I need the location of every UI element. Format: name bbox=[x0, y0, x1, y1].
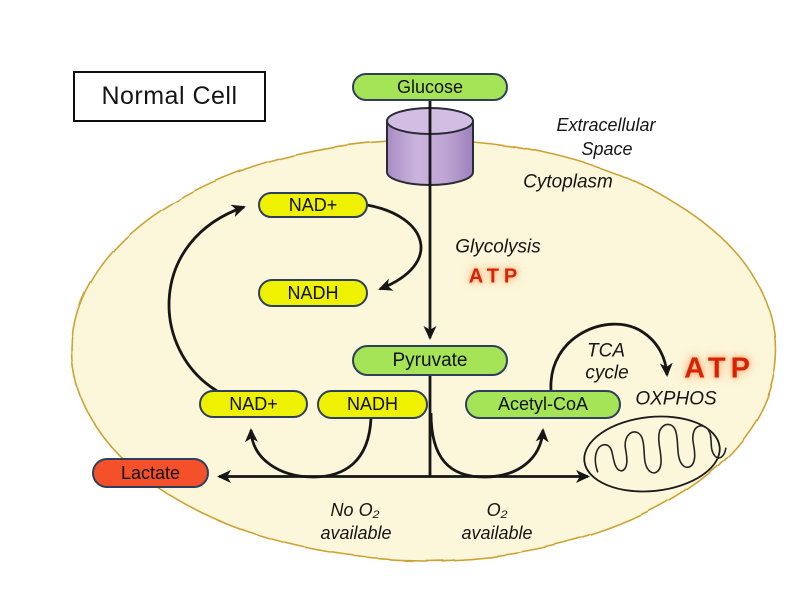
mitochondrion-icon bbox=[583, 415, 727, 493]
nad-lower-label: NAD+ bbox=[229, 393, 278, 414]
tca-cycle-label-line1: TCA bbox=[587, 340, 625, 362]
extracellular-space-label-line2: Space bbox=[581, 139, 633, 160]
glucose-node: Glucose bbox=[352, 73, 508, 101]
no-oxygen-label-line2: available bbox=[320, 523, 392, 544]
arc-pyruvate-to-acetylcoa bbox=[429, 412, 549, 479]
nad-lower-node: NAD+ bbox=[199, 390, 308, 418]
oxphos-label: OXPHOS bbox=[635, 388, 717, 410]
acetyl-coa-node: Acetyl-CoA bbox=[465, 390, 621, 419]
nadh-lower-node: NADH bbox=[317, 390, 428, 419]
arc-nadh-to-nad-lactate bbox=[244, 417, 373, 479]
atp-glycolysis-label: ATP bbox=[468, 265, 523, 288]
oxygen-label-line2: available bbox=[461, 523, 533, 544]
pathway-arrows bbox=[167, 100, 673, 483]
pyruvate-node: Pyruvate bbox=[352, 345, 508, 376]
nadh-lower-label: NADH bbox=[346, 394, 398, 414]
oxygen-label-line1: O₂ bbox=[486, 500, 508, 521]
atp-oxphos-label: ATP bbox=[684, 352, 755, 385]
nad-upper-node: NAD+ bbox=[258, 192, 368, 218]
arc-nad-regeneration bbox=[167, 204, 246, 393]
mitochondrion-cristae bbox=[594, 423, 727, 474]
no-oxygen-label-line1: No O₂ bbox=[330, 500, 380, 521]
nadh-upper-node: NADH bbox=[258, 279, 368, 307]
glycolysis-label: Glycolysis bbox=[455, 236, 541, 258]
diagram-title-text: Normal Cell bbox=[101, 82, 238, 110]
acetyl-coa-label: Acetyl-CoA bbox=[497, 394, 589, 414]
arc-tca-cycle bbox=[549, 322, 673, 391]
lactate-label: Lactate bbox=[120, 462, 181, 483]
arc-nad-to-nadh-glycolysis bbox=[366, 203, 423, 291]
diagram-title: Normal Cell bbox=[73, 71, 266, 122]
glucose-label: Glucose bbox=[396, 76, 464, 97]
extracellular-space-label-line1: Extracellular bbox=[556, 115, 656, 136]
tca-cycle-label-line2: cycle bbox=[585, 362, 629, 384]
cytoplasm-label: Cytoplasm bbox=[523, 171, 613, 193]
pyruvate-label: Pyruvate bbox=[392, 349, 468, 371]
nadh-upper-label: NADH bbox=[287, 282, 339, 303]
lactate-node: Lactate bbox=[92, 458, 209, 488]
nad-upper-label: NAD+ bbox=[288, 194, 338, 215]
